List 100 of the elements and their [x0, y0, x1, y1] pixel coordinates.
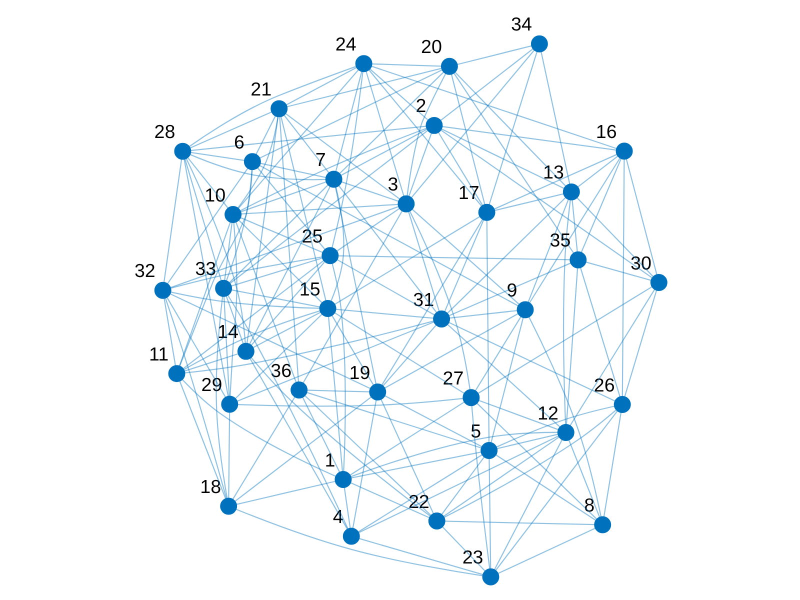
connector [410, 50, 534, 198]
connector [304, 395, 431, 516]
connector [338, 184, 437, 313]
node-circle [368, 384, 386, 400]
node-circle [224, 206, 242, 223]
node-label: 36 [270, 360, 292, 381]
node-circle [613, 396, 630, 414]
node-label: 19 [348, 362, 370, 383]
connector [370, 66, 616, 150]
node-circle [154, 282, 171, 299]
node-label: 1 [324, 449, 335, 470]
connector [237, 69, 359, 210]
connector [250, 356, 430, 517]
connector [478, 286, 652, 394]
node-label: 32 [134, 260, 155, 282]
node-label: 28 [154, 121, 175, 142]
connector [495, 406, 615, 448]
connector [181, 378, 336, 477]
node-label: 8 [584, 494, 594, 516]
node-circle [270, 100, 288, 118]
node-label: 31 [412, 288, 434, 310]
node-circle [334, 471, 352, 488]
node-label: 12 [536, 402, 558, 424]
node-label: 7 [314, 149, 326, 170]
node-circle [425, 116, 442, 134]
node-label: 13 [542, 162, 564, 183]
node-label: 5 [470, 420, 481, 442]
node-circle [440, 58, 458, 75]
node-circle [236, 342, 254, 360]
node-label: 18 [200, 476, 221, 497]
node-label: 15 [298, 278, 320, 300]
node-label: 22 [408, 490, 429, 512]
node-label: 29 [200, 374, 222, 395]
node-label: 30 [630, 252, 651, 274]
node-circle [168, 365, 185, 382]
node-circle [214, 280, 232, 297]
node-circle [220, 498, 237, 515]
node-label: 16 [595, 120, 616, 142]
node-label: 14 [217, 321, 238, 342]
node-label: 33 [194, 258, 216, 280]
connector [357, 454, 482, 533]
node-label: 20 [420, 36, 442, 58]
connector [442, 436, 560, 518]
node-circle [318, 300, 336, 318]
connector [440, 48, 534, 122]
node-circle [428, 512, 445, 530]
connector [334, 312, 464, 394]
node-label: 21 [250, 78, 272, 100]
node-circle [615, 142, 632, 160]
node-label: 4 [332, 506, 343, 528]
node-circle [324, 170, 342, 188]
node-circle [397, 195, 414, 212]
node-circle [243, 153, 260, 170]
connector [446, 324, 560, 428]
node-circle [516, 301, 534, 318]
connector [234, 314, 322, 400]
node-label: 11 [148, 343, 168, 364]
node-label: 9 [506, 279, 517, 300]
node-label: 27 [442, 367, 464, 388]
connector [166, 167, 248, 284]
node-circle [220, 396, 238, 413]
node-label: 35 [549, 230, 570, 251]
connector [284, 113, 400, 200]
node-circle [432, 310, 450, 328]
node-circle [562, 183, 580, 200]
node-circle [478, 204, 495, 221]
node-circle [569, 251, 586, 268]
node-label: 34 [510, 14, 532, 35]
node-circle [594, 516, 611, 534]
connector [228, 184, 328, 284]
node-label: 10 [204, 184, 226, 206]
node-label: 26 [593, 374, 614, 396]
connector [446, 197, 566, 314]
connector [302, 210, 402, 384]
node-label: 23 [462, 546, 483, 568]
connector [358, 436, 558, 534]
connector [368, 70, 482, 206]
connector [408, 210, 470, 390]
node-circle [354, 55, 372, 72]
node-circle [530, 35, 548, 52]
node-circle [174, 142, 191, 160]
node-label: 2 [415, 95, 426, 116]
connector [259, 70, 442, 158]
node-label: 24 [334, 33, 356, 54]
connector [338, 72, 444, 174]
node-circle [321, 247, 338, 264]
node-circle [556, 424, 574, 441]
node-circle [342, 528, 360, 545]
connector [248, 358, 348, 530]
node-label: 25 [301, 225, 322, 246]
node-circle [480, 442, 498, 459]
node-circle [650, 274, 667, 292]
node-label: 17 [458, 182, 479, 204]
node-circle [482, 568, 499, 586]
node-circle [462, 389, 480, 406]
connector [236, 321, 434, 402]
connector [568, 289, 655, 426]
node-label: 6 [233, 131, 244, 152]
node-label: 3 [387, 174, 398, 195]
node-circle [290, 382, 308, 398]
